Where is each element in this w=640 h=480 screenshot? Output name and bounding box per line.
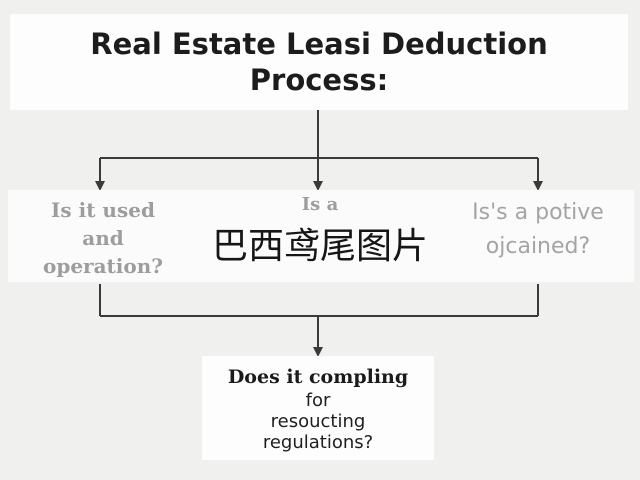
title-line-2: Process: bbox=[249, 63, 389, 97]
overlay-caption: 巴西鸢尾图片 bbox=[211, 226, 428, 267]
question-node-2: Is a bbox=[262, 192, 378, 218]
question-1-line-1: Is it used bbox=[51, 198, 155, 222]
title-box: Real Estate Leasi Deduction Process: bbox=[10, 14, 628, 110]
final-question-heading: Does it compling bbox=[227, 366, 409, 388]
question-node-3: Is's a potive ojcained? bbox=[440, 196, 636, 264]
question-3-line-1: Is's a potive bbox=[472, 200, 604, 225]
question-2-line-1: Is a bbox=[301, 194, 339, 215]
final-question-line-3: regulations? bbox=[262, 432, 374, 453]
final-question-line-2: resoucting bbox=[270, 411, 366, 432]
question-1-line-2: and bbox=[82, 226, 124, 250]
question-row bbox=[8, 190, 634, 282]
title-line-1: Real Estate Leasi Deduction bbox=[90, 27, 548, 61]
final-question-line-1: for bbox=[305, 390, 331, 411]
question-1-line-3: operation? bbox=[43, 254, 163, 278]
question-node-1: Is it used and operation? bbox=[14, 196, 192, 280]
final-question-node: Does it compling for resoucting regulati… bbox=[202, 356, 434, 460]
question-3-line-2: ojcained? bbox=[485, 234, 591, 259]
